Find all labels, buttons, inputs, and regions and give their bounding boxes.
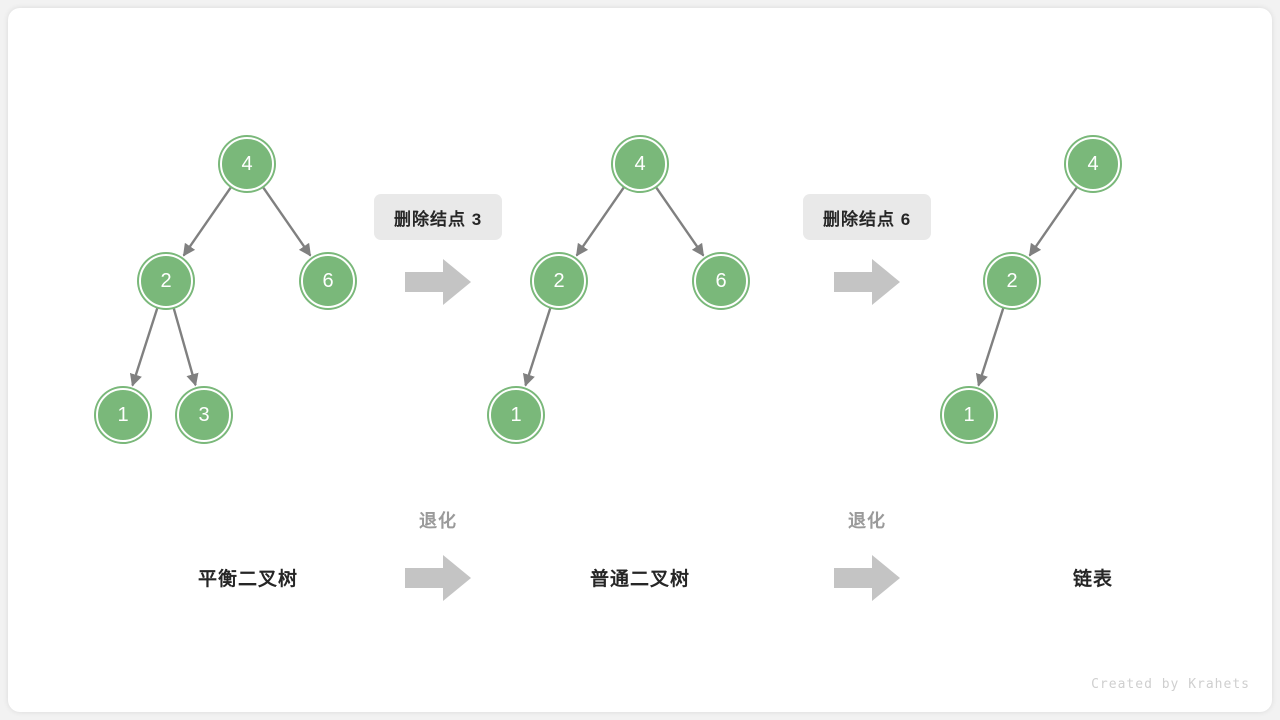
tree-node-label: 1 bbox=[963, 404, 975, 426]
tree-edge bbox=[522, 307, 552, 387]
tree-edge bbox=[575, 186, 626, 257]
caption-ordinary-binary-tree: 普通二叉树 bbox=[590, 568, 691, 590]
tree-node-label: 1 bbox=[510, 404, 522, 426]
tree-edge bbox=[1028, 186, 1079, 257]
tree-edges-layer bbox=[129, 186, 1079, 387]
tree-node-6[interactable]: 6 bbox=[301, 254, 355, 308]
tree-node-2[interactable]: 2 bbox=[532, 254, 586, 308]
degrade-label-1: 退化 bbox=[419, 511, 457, 531]
tree-node-3[interactable]: 3 bbox=[177, 388, 231, 442]
tree-node-1[interactable]: 1 bbox=[489, 388, 543, 442]
tree-node-label: 4 bbox=[634, 153, 646, 175]
tree-node-2[interactable]: 2 bbox=[985, 254, 1039, 308]
tree-node-1[interactable]: 1 bbox=[942, 388, 996, 442]
caption-linked-list: 链表 bbox=[1073, 568, 1114, 590]
tree-node-2[interactable]: 2 bbox=[139, 254, 193, 308]
tree-node-label: 6 bbox=[322, 270, 334, 292]
delete-node-3[interactable]: 删除结点 3 bbox=[374, 194, 503, 240]
tree-edge bbox=[129, 307, 159, 387]
delete-node-6[interactable]: 删除结点 6 bbox=[803, 194, 932, 240]
tree-node-label: 3 bbox=[198, 404, 210, 426]
tree-edge bbox=[172, 307, 199, 387]
block-arrow-icon bbox=[834, 259, 900, 305]
tree-node-label: 2 bbox=[1006, 270, 1018, 292]
tree-node-6[interactable]: 6 bbox=[694, 254, 748, 308]
block-arrow-icon bbox=[834, 555, 900, 601]
tree-node-label: 6 bbox=[715, 270, 727, 292]
tree-node-4[interactable]: 4 bbox=[220, 137, 274, 191]
block-arrow-icon bbox=[405, 555, 471, 601]
tree-node-label: 4 bbox=[1087, 153, 1099, 175]
tree-edge bbox=[261, 186, 312, 257]
tree-node-1[interactable]: 1 bbox=[96, 388, 150, 442]
tree-node-label: 1 bbox=[117, 404, 129, 426]
caption-balanced-binary-tree: 平衡二叉树 bbox=[198, 568, 299, 590]
tree-edge bbox=[975, 307, 1005, 387]
tree-edge bbox=[182, 186, 233, 257]
tree-edge-group bbox=[129, 186, 1079, 387]
tree-edge bbox=[654, 186, 705, 257]
degrade-label-2: 退化 bbox=[848, 511, 886, 531]
diagram-card: 4 2 6 1 3 4 2 6 1 4 2 1 删除结点 3 删除结点 6 退化 退化平衡二叉树 普通二叉树… bbox=[8, 8, 1272, 712]
tree-node-label: 2 bbox=[160, 270, 172, 292]
credit-text: Created by Krahets bbox=[1091, 677, 1250, 692]
tree-node-label: 2 bbox=[553, 270, 565, 292]
block-arrow-icon bbox=[405, 259, 471, 305]
tree-node-label: 4 bbox=[241, 153, 253, 175]
tree-node-4[interactable]: 4 bbox=[1066, 137, 1120, 191]
tree-node-4[interactable]: 4 bbox=[613, 137, 667, 191]
